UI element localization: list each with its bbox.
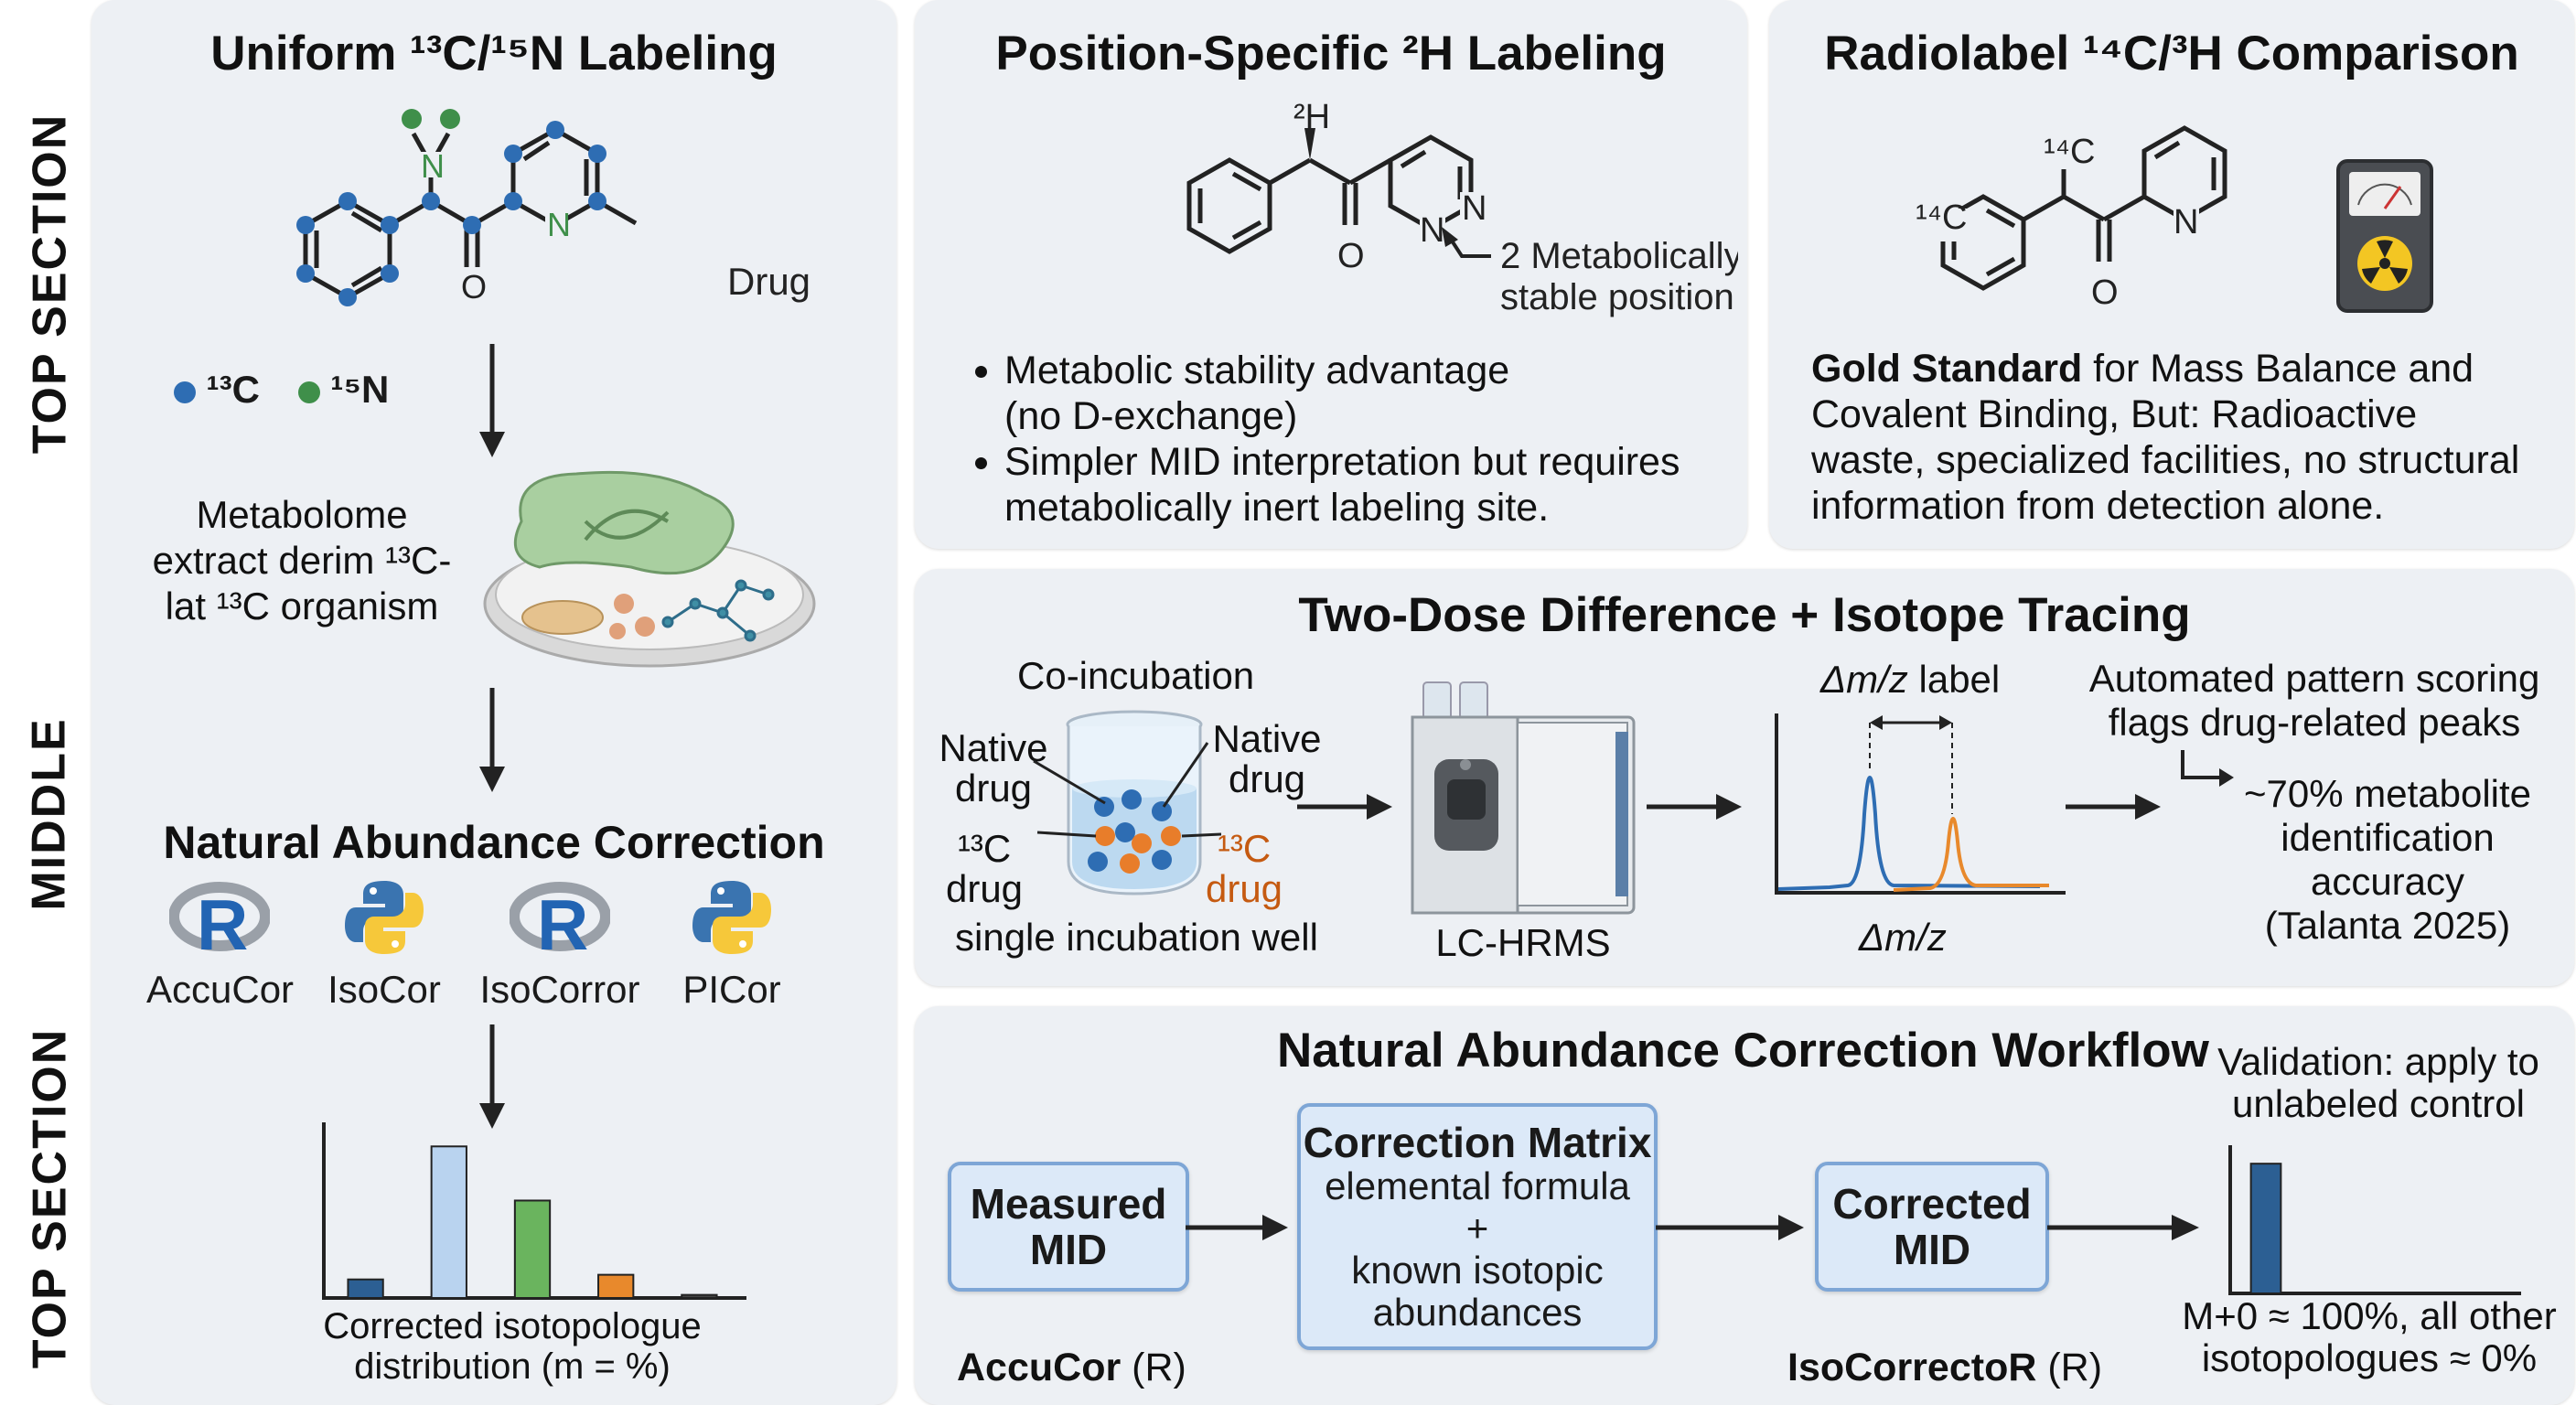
arrow-down-2 [479,688,505,792]
atom-14c-1: ¹⁴C [2044,133,2095,171]
uniform-title: Uniform ¹³C/¹⁵N Labeling [210,27,778,80]
position-title: Position-Specific ²H Labeling [995,27,1667,80]
stable-position-annotation-1: 2 Metabolically [1500,236,1738,276]
radio-title: Radiolabel ¹⁴C/³H Comparison [1824,27,2519,80]
workflow-arrow-2 [1656,1215,1804,1240]
python-logo-icon [692,881,771,954]
metabolome-text: Metabolome extract derim ¹³C- lat ¹³C or… [152,493,452,627]
labeled-drug-molecule: N N O Drug [296,109,810,306]
deuterated-drug-molecule: ²H O N N 2 Metabolically stable position [1186,101,1738,317]
atom-14c-2: ¹⁴C [1916,198,1967,237]
legend-n15: ¹⁵N [330,368,390,411]
delta-mz-label-bottom: Δm/z [1859,916,1947,959]
radiolabeled-drug-molecule: ¹⁴C ¹⁴C O N [1916,125,2227,312]
atom-n-ring: N [547,206,571,243]
tool-accucor-label: AccuCor (R) [957,1346,1186,1389]
validation-chart [2228,1145,2521,1295]
instrument-label: LC-HRMS [1435,921,1611,964]
bullet-item: Metabolic stability advantage(no D-excha… [1004,348,1791,439]
tool-isocor: IsoCor [311,876,457,1012]
r-logo-icon: R [509,882,611,965]
bar-M+2 [513,1199,552,1299]
atom-o: O [461,268,487,306]
side-label-top: TOP SECTION [23,113,76,455]
tool-accucor: R AccuCor [146,876,294,1012]
bar-M+1 [430,1145,467,1299]
arrow-right-1 [1297,794,1392,820]
workflow-arrow-3 [2047,1215,2199,1240]
bent-arrow-icon [2181,750,2234,787]
workflow-title: Natural Abundance Correction Workflow [1277,1024,2209,1078]
bar-M+4 [681,1293,718,1299]
correction-matrix-box: Correction Matrix elemental formula + kn… [1297,1103,1658,1350]
arrow-right-3 [2066,794,2161,820]
bar-M+3 [597,1273,635,1300]
isotope-legend: ¹³C ¹⁵N [174,368,389,412]
bullet-item: Simpler MID interpretation but requiresm… [1004,439,1791,531]
radiolabel-panel: Radiolabel ¹⁴C/³H Comparison ¹⁴C ¹⁴C O N [1769,0,2574,549]
workflow-arrow-1 [1186,1215,1288,1240]
accuracy-text: ~70% metabolite identification accuracy … [2243,772,2532,947]
uniform-labeling-panel: Uniform ¹³C/¹⁵N Labeling N N O [91,0,896,1405]
atom-n: N [2174,203,2198,241]
svg-text:R: R [537,885,588,959]
twodose-title: Two-Dose Difference + Isotope Tracing [1298,588,2191,642]
mass-spectrum-plot [1775,713,2066,895]
well-label: single incubation well [955,916,1318,959]
tool-isocorror: R IsoCorror [468,876,651,1012]
tool-picor: PICor [659,876,805,1012]
position-bullets: Metabolic stability advantage(no D-excha… [953,348,1791,531]
atom-2h: ²H [1293,101,1330,136]
delta-mz-label-top: Δm/z label [1820,658,2001,701]
r-logo-icon: R [168,882,271,965]
organism-petri-dish-image [483,470,816,668]
legend-c13: ¹³C [206,368,260,411]
atom-n-amine: N [421,147,445,185]
side-label-bottom: TOP SECTION [23,1027,76,1369]
radiation-detector-icon [2336,159,2433,313]
atom-o: O [2091,273,2119,312]
bar-M+0 [2249,1163,2282,1294]
two-dose-panel: Two-Dose Difference + Isotope Tracing Co… [915,569,2574,986]
arrow-down-1 [479,344,505,457]
incubation-tube-image [1033,710,1222,896]
atom-o: O [1337,237,1365,275]
lc-hrms-instrument-image [1411,681,1636,915]
nac-title: Natural Abundance Correction [163,817,825,868]
coincubation-label: Co-incubation [1017,654,1255,697]
position-specific-panel: Position-Specific ²H Labeling ²H O N N 2… [915,0,1747,549]
chart-caption: Corrected isotopologue distribution (m =… [323,1306,702,1387]
arrow-down-3 [479,1024,505,1129]
svg-text:R: R [197,885,248,959]
python-logo-icon [345,881,424,954]
bar-M+0 [347,1278,384,1299]
atom-n1: N [1420,211,1444,250]
arrow-right-2 [1647,794,1742,820]
side-label-middle: MIDDLE [23,717,77,911]
radio-description: Gold Standard for Mass Balance and Coval… [1811,347,2520,528]
atom-n2: N [1462,189,1487,228]
stable-position-annotation-2: stable position [1500,277,1734,317]
isotopologue-distribution-chart [322,1122,746,1300]
workflow-panel: Natural Abundance Correction Workflow Me… [915,1006,2574,1405]
tool-isocorrector-label: IsoCorrectoR (R) [1787,1346,2103,1389]
drug-label: Drug [727,260,810,303]
